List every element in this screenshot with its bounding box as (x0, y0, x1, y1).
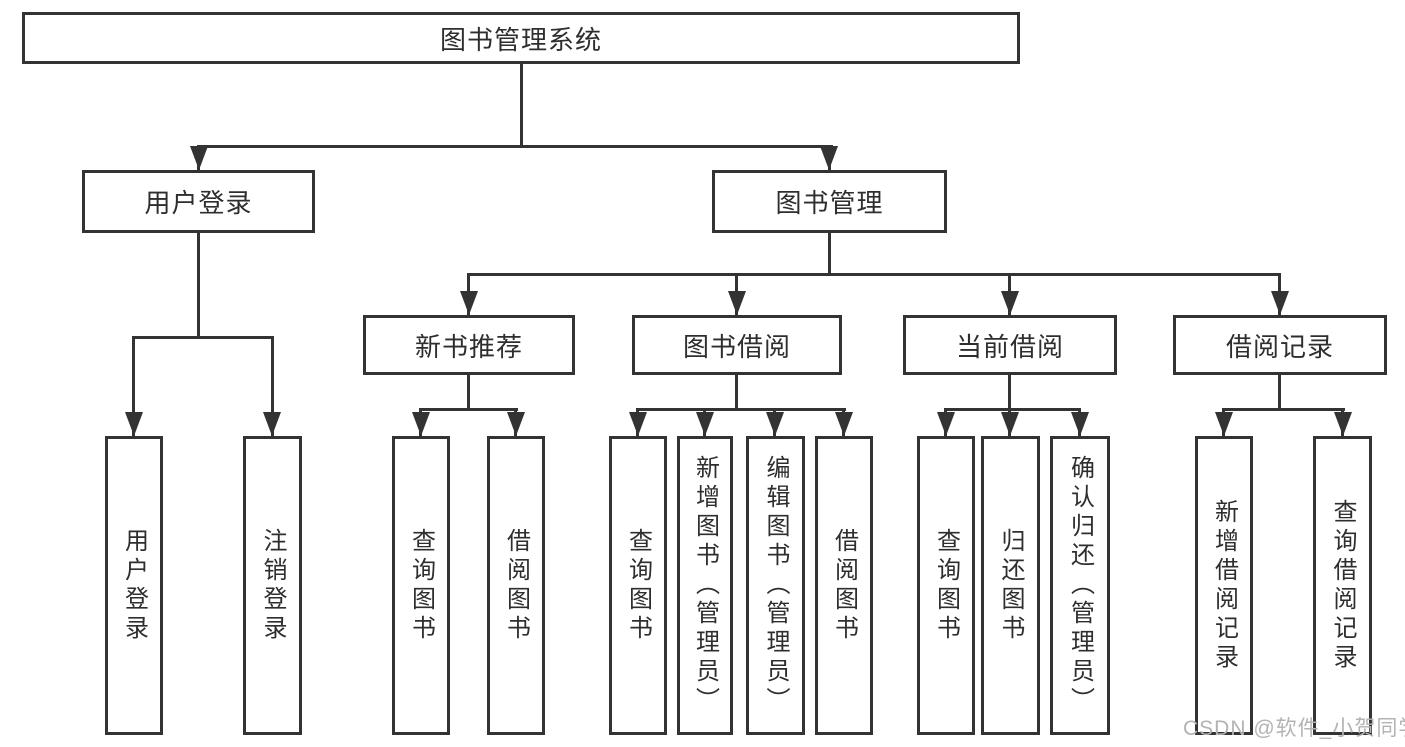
arrowhead-down-icon (507, 412, 525, 436)
arrowhead-down-icon (263, 412, 281, 436)
arrowhead-down-icon (1215, 412, 1233, 436)
connector-line (197, 233, 200, 336)
node-library-system: 图书管理系统 (22, 12, 1020, 64)
leaf-add-borrow-record: 新增借阅记录 (1195, 436, 1253, 735)
node-borrow-records: 借阅记录 (1173, 315, 1387, 375)
leaf-query-books-current: 查询图书 (917, 436, 975, 735)
arrowhead-down-icon (1334, 412, 1352, 436)
node-book-management: 图书管理 (712, 170, 947, 233)
arrowhead-down-icon (728, 291, 746, 315)
connector-line (1008, 375, 1011, 408)
connector-line (1278, 375, 1281, 408)
watermark: CSDN @软件_小贺同学 (1183, 717, 1405, 740)
connector-line (1222, 408, 1345, 411)
node-user-login: 用户登录 (82, 170, 315, 233)
connector-line (467, 375, 470, 408)
leaf-user-login: 用户登录 (105, 436, 163, 735)
arrowhead-down-icon (766, 412, 784, 436)
connector-line (828, 233, 831, 273)
connector-line (520, 64, 523, 145)
connector-line (197, 145, 833, 148)
leaf-borrow-books-borrowing: 借阅图书 (815, 436, 873, 735)
leaf-query-books-recommend: 查询图书 (392, 436, 450, 735)
connector-line (467, 273, 1281, 276)
arrowhead-down-icon (190, 146, 208, 170)
arrowhead-down-icon (412, 412, 430, 436)
connector-line (636, 408, 846, 411)
leaf-return-book: 归还图书 (981, 436, 1040, 735)
leaf-logout: 注销登录 (243, 436, 302, 735)
arrowhead-down-icon (937, 412, 955, 436)
leaf-add-book-admin: 新增图书（管理员） (677, 436, 733, 735)
node-current-borrowing: 当前借阅 (903, 315, 1117, 375)
connector-line (944, 408, 1081, 411)
arrowhead-down-icon (1001, 291, 1019, 315)
node-book-borrowing: 图书借阅 (632, 315, 842, 375)
connector-line (271, 336, 274, 436)
arrowhead-down-icon (460, 291, 478, 315)
arrowhead-down-icon (125, 412, 143, 436)
leaf-confirm-return-admin: 确认归还（管理员） (1050, 436, 1110, 735)
arrowhead-down-icon (835, 412, 853, 436)
connector-line (419, 408, 518, 411)
connector-line (735, 375, 738, 408)
arrowhead-down-icon (1071, 412, 1089, 436)
connector-line (132, 336, 135, 436)
arrowhead-down-icon (696, 412, 714, 436)
connector-line (132, 336, 274, 339)
leaf-borrow-books-recommend: 借阅图书 (487, 436, 545, 735)
leaf-query-borrow-record: 查询借阅记录 (1313, 436, 1372, 735)
leaf-edit-book-admin: 编辑图书（管理员） (746, 436, 805, 735)
arrowhead-down-icon (820, 146, 838, 170)
node-new-book-recommend: 新书推荐 (363, 315, 575, 375)
arrowhead-down-icon (1001, 412, 1019, 436)
arrowhead-down-icon (1271, 291, 1289, 315)
leaf-query-books-borrowing: 查询图书 (609, 436, 667, 735)
arrowhead-down-icon (629, 412, 647, 436)
